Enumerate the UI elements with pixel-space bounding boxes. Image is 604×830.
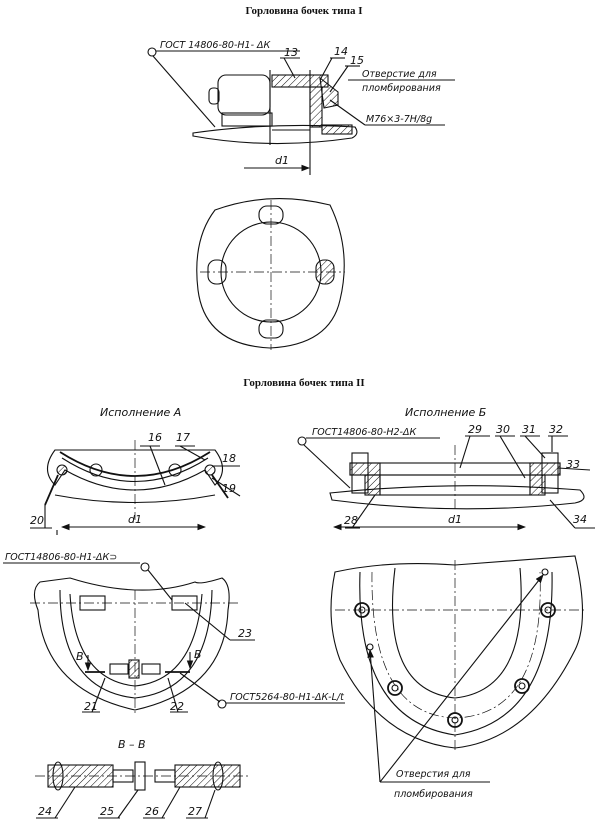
- fig1-gost-label: ГОСТ 14806-80-Н1- ΔК: [160, 40, 272, 51]
- part-23: 23: [238, 627, 252, 640]
- fig2a-caption: Исполнение А: [100, 406, 181, 419]
- fig1-neck-plan: [196, 198, 345, 350]
- part-16: 16: [148, 431, 162, 444]
- fig1-neck-section: ГОСТ 14806-80-Н1- ΔК 13 14 15 Отверстие …: [147, 40, 455, 175]
- fig2b-execution-b: Исполнение Б ГОСТ14806-80-Н2-ΔК 33 34 28…: [297, 406, 595, 531]
- part-31: 31: [522, 423, 536, 436]
- fig1-dim-d1: d1: [275, 154, 289, 167]
- fig2b-caption: Исполнение Б: [405, 406, 486, 419]
- part-32: 32: [549, 423, 563, 436]
- title-type2: Горловина бочек типа II: [243, 377, 364, 389]
- part-18: 18: [222, 452, 236, 465]
- bolt-nuts: [354, 602, 556, 728]
- part-28: 28: [344, 514, 358, 527]
- part-34: 34: [573, 513, 587, 526]
- section-mark-right: В: [194, 648, 202, 661]
- fig1-hole-line2: пломбирования: [362, 83, 441, 94]
- section-mark-left: В: [76, 650, 84, 663]
- part-15: 15: [350, 54, 364, 67]
- part-17: 17: [176, 431, 190, 444]
- fig4-section-title: В – В: [118, 738, 146, 751]
- fig3-clamp-plan: ГОСТ14806-80-Н1-ΔК⊃ 23 В В 21 22 ГОСТ526…: [3, 552, 345, 715]
- fig1-thread: М76×3-7Н/8g: [366, 114, 432, 125]
- part-19: 19: [222, 482, 236, 495]
- part-22: 22: [170, 700, 184, 713]
- fig2b-dim-d1: d1: [448, 513, 462, 526]
- part-14: 14: [334, 45, 348, 58]
- part-33: 33: [566, 458, 580, 471]
- title-type1: Горловина бочек типа I: [246, 5, 363, 17]
- part-24: 24: [38, 805, 52, 818]
- fig3-gost-weld: ГОСТ5264-80-Н1-ΔК-L/t: [230, 692, 345, 703]
- part-20: 20: [30, 514, 44, 527]
- fig5-bolted-flange-plan: Отверстия для пломбирования: [330, 555, 585, 800]
- fig2a-dim-d1: d1: [128, 513, 142, 526]
- part-13: 13: [284, 46, 298, 59]
- fig5-hole-line2: пломбирования: [394, 789, 473, 800]
- part-29: 29: [468, 423, 482, 436]
- part-21: 21: [84, 700, 98, 713]
- part-30: 30: [496, 423, 510, 436]
- fig3-gost-top: ГОСТ14806-80-Н1-ΔК⊃: [5, 552, 117, 563]
- fig4-section-bb: В – В 24 25 26 27: [35, 738, 250, 819]
- fig5-hole-line1: Отверстия для: [396, 769, 471, 780]
- part-25: 25: [100, 805, 114, 818]
- part-26: 26: [145, 805, 159, 818]
- fig1-hole-line1: Отверстие для: [362, 69, 437, 80]
- fig2a-execution-a: Исполнение А 16 17 18 19 20 d1: [30, 406, 241, 535]
- part-27: 27: [188, 805, 202, 818]
- fig2b-gost-label: ГОСТ14806-80-Н2-ΔК: [312, 427, 417, 438]
